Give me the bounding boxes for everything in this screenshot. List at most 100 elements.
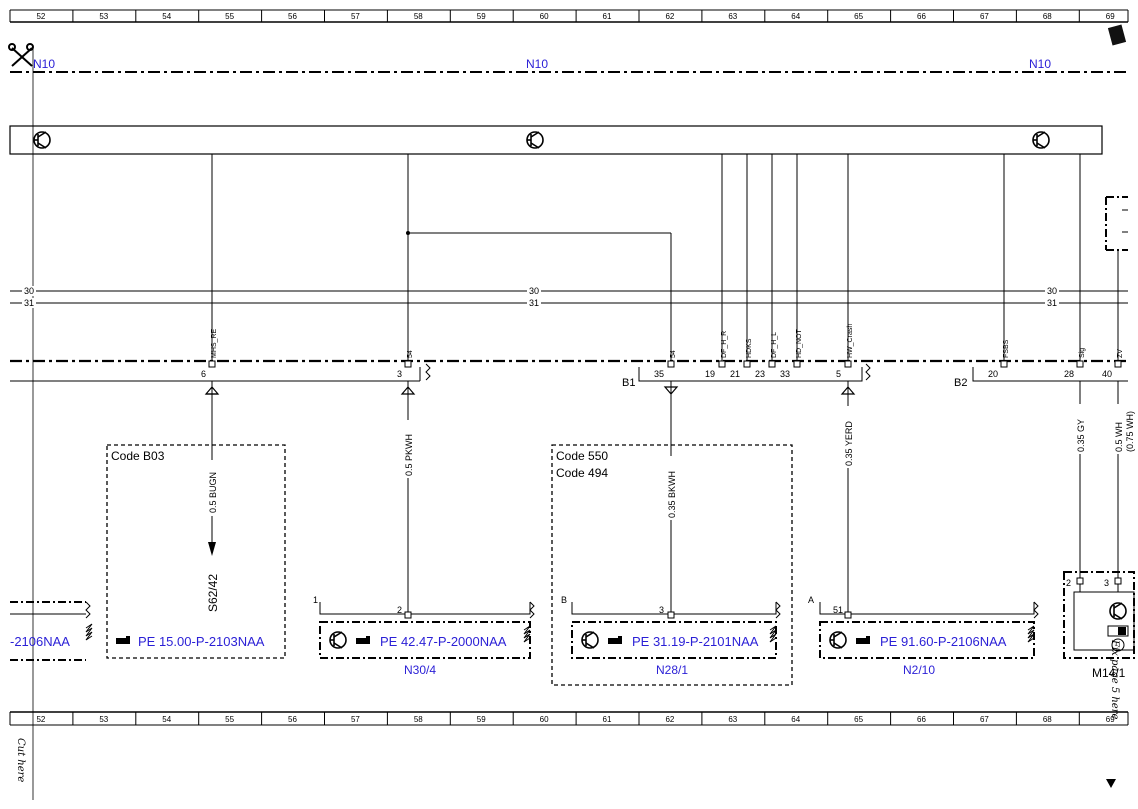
signal-label-hwcrash: HW_Crash xyxy=(847,324,854,358)
ruler-bottom-label: 59 xyxy=(477,715,486,724)
bus-31-label: 31 xyxy=(1047,298,1057,308)
ruler-top-label: 58 xyxy=(414,12,423,21)
bus-31-label: 31 xyxy=(24,298,34,308)
module-box-n30 xyxy=(319,601,535,659)
module-pin: B xyxy=(561,595,567,605)
bus-30-label: 30 xyxy=(529,286,539,296)
ref-link-pe4247[interactable]: PE 42.47-P-2000NAA xyxy=(380,634,507,649)
module-box-left xyxy=(10,601,93,661)
connector-b1: B1 xyxy=(622,377,635,389)
pin-number: 19 xyxy=(705,369,715,379)
ruler-bottom-label: 65 xyxy=(854,715,863,724)
ruler-bottom-label: 68 xyxy=(1043,715,1052,724)
signal-label-fsbs: FSBS xyxy=(1003,339,1010,358)
module-pin: 3 xyxy=(1104,578,1109,588)
pin-markers xyxy=(208,360,1122,368)
ruler-top-label: 61 xyxy=(603,12,612,21)
connector-brackets xyxy=(10,363,1128,382)
ruler-top-label: 52 xyxy=(36,12,45,21)
ruler-bottom-label: 52 xyxy=(36,715,45,724)
electronic-component-icon xyxy=(33,131,51,149)
n10-label-left: N10 xyxy=(33,57,55,71)
ruler-top-label: 57 xyxy=(351,12,360,21)
pin-number: 5 xyxy=(836,369,841,379)
module-label-m14: M14/1 xyxy=(1092,666,1126,680)
code-550-box xyxy=(551,444,793,686)
ruler-top-label: 64 xyxy=(791,12,800,21)
ruler-top-label: 60 xyxy=(540,12,549,21)
ruler-top-label: 69 xyxy=(1106,12,1115,21)
bus-31-label: 31 xyxy=(529,298,539,308)
cut-here-note: Cut here xyxy=(15,738,26,782)
signal-label-sig: Sig xyxy=(1079,348,1086,358)
ruler-top-label: 63 xyxy=(728,12,737,21)
ruler-bottom-label: 57 xyxy=(351,715,360,724)
electronic-component-icon xyxy=(1032,131,1050,149)
ref-link-pe1500[interactable]: PE 15.00-P-2103NAA xyxy=(138,634,265,649)
signal-label-dfhr: DF_H_R xyxy=(721,331,728,358)
module-label-n30: N30/4 xyxy=(404,663,436,677)
ground-bus xyxy=(10,286,1128,308)
component-ref-s62: S62/42 xyxy=(206,574,220,612)
module-box-n2 xyxy=(819,601,1039,659)
scissors-icon xyxy=(8,43,34,67)
ruler-bottom-label: 67 xyxy=(980,715,989,724)
module-label-n2: N2/10 xyxy=(903,663,935,677)
pin-number: 23 xyxy=(755,369,765,379)
ruler-bottom-label: 63 xyxy=(728,715,737,724)
ruler-top-label: 54 xyxy=(162,12,171,21)
code-494-label: Code 494 xyxy=(556,466,608,480)
wire-label: 0.5 WH xyxy=(1114,422,1124,452)
module-pin: 1 xyxy=(313,595,318,605)
ruler-bottom-label: 55 xyxy=(225,715,234,724)
wire-label: 0.35 GY xyxy=(1076,419,1086,452)
wire-label: (0.75 WH) xyxy=(1125,411,1135,452)
signal-wires xyxy=(211,154,1119,363)
ruler-top-label: 68 xyxy=(1043,12,1052,21)
pin-number: 21 xyxy=(730,369,740,379)
ruler-bottom-label: 64 xyxy=(791,715,800,724)
ruler-bottom-label: 60 xyxy=(540,715,549,724)
triangle-down-icon xyxy=(1106,779,1116,788)
pin-number: 33 xyxy=(780,369,790,379)
module-box-n28 xyxy=(571,601,781,659)
pin-number: 3 xyxy=(397,369,402,379)
ruler-top-label: 66 xyxy=(917,12,926,21)
signal-label-54: 54 xyxy=(670,350,677,358)
electronic-component-icon xyxy=(581,631,599,649)
signal-label-hdks: HDKS xyxy=(746,338,753,358)
ref-hand-icon xyxy=(856,636,870,644)
signal-label-dfhl: DF_H_L xyxy=(771,332,778,358)
wire-label: 0.5 PKWH xyxy=(404,434,414,476)
ref-link-pe3119[interactable]: PE 31.19-P-2101NAA xyxy=(632,634,759,649)
ref-link-pe9160[interactable]: PE 91.60-P-2106NAA xyxy=(880,634,1007,649)
ruler-bottom-label: 56 xyxy=(288,715,297,724)
ruler-top-label: 53 xyxy=(99,12,108,21)
signal-label-zv: ZV xyxy=(1117,349,1124,358)
connector-b2: B2 xyxy=(954,377,967,389)
pin-number: 28 xyxy=(1064,369,1074,379)
pin-number: 6 xyxy=(201,369,206,379)
ref-link-left[interactable]: -2106NAA xyxy=(10,634,70,649)
n10-label-mid: N10 xyxy=(526,57,548,71)
pin-number: 40 xyxy=(1102,369,1112,379)
signal-label-54: 54 xyxy=(407,350,414,358)
ruler-top-label: 55 xyxy=(225,12,234,21)
ruler-bottom-label: 54 xyxy=(162,715,171,724)
module-pin: 2 xyxy=(1066,578,1071,588)
bus-30-label: 30 xyxy=(24,286,34,296)
ruler-bottom-label: 58 xyxy=(414,715,423,724)
ruler-top-label: 62 xyxy=(665,12,674,21)
code-b03-label: Code B03 xyxy=(111,449,165,463)
code-b03-box xyxy=(106,444,286,659)
page-corner-icon xyxy=(1107,24,1127,46)
signal-label-hdnot: HD_NOT xyxy=(796,328,803,358)
module-pin: 3 xyxy=(659,605,664,615)
pin-number: 20 xyxy=(988,369,998,379)
wire-label: 0.35 YERD xyxy=(844,421,854,466)
ruler-top-label: 67 xyxy=(980,12,989,21)
bus-30-label: 30 xyxy=(1047,286,1057,296)
module-pin: 51 xyxy=(833,605,843,615)
